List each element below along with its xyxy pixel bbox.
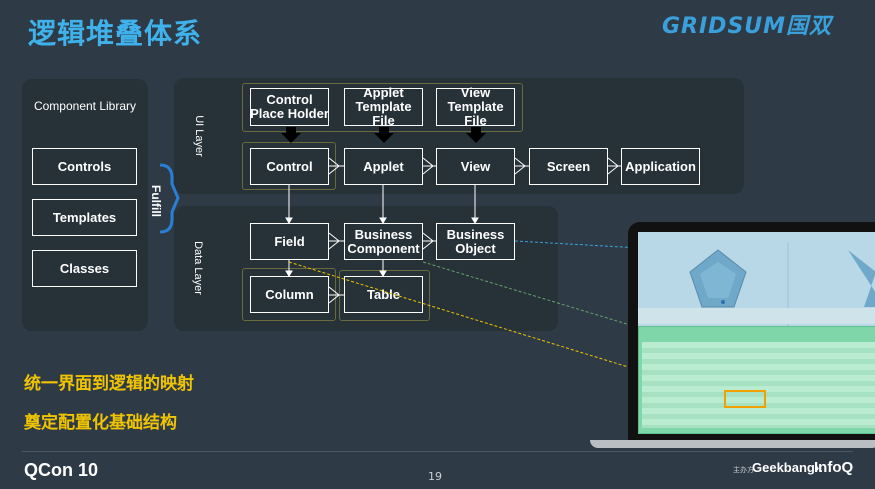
qcon-logo: QCon 10 — [24, 460, 99, 480]
bullet-foundation: 奠定配置化基础结构 — [24, 413, 177, 433]
library-controls: Controls — [32, 148, 137, 185]
view-node: View — [436, 148, 515, 185]
business-object-node: Business Object — [436, 223, 515, 260]
table-node: Table — [344, 276, 423, 313]
control-node: Control — [250, 148, 329, 185]
laptop-screenshot — [590, 222, 875, 448]
gridsum-logo: GRIDSUM国双 — [662, 14, 833, 39]
field-node: Field — [250, 223, 329, 260]
sponsor-label: 主办方 — [733, 466, 754, 474]
view-template-box: View Template File — [436, 86, 515, 128]
component-library-panel — [22, 79, 148, 331]
footer-divider — [22, 451, 853, 452]
highlight-cell — [724, 390, 766, 408]
applet-node: Applet — [344, 148, 423, 185]
bullet-mapping: 统一界面到逻辑的映射 — [24, 374, 194, 394]
page-number: 19 — [428, 470, 442, 483]
data-layer-panel — [174, 206, 558, 331]
library-templates: Templates — [32, 199, 137, 236]
library-classes: Classes — [32, 250, 137, 287]
infoq-logo: InfoQ — [814, 459, 854, 476]
application-node: Application — [621, 148, 700, 185]
business-component-node: Business Component — [344, 223, 423, 260]
column-node: Column — [250, 276, 329, 313]
geekbang-logo: Geekbang›. — [752, 460, 823, 475]
applet-template-box: Applet Template File — [344, 86, 423, 128]
slide-title: 逻辑堆叠体系 — [28, 17, 203, 50]
control-placeholder-box: Control Place Holder — [250, 88, 329, 126]
screen-node: Screen — [529, 148, 608, 185]
ui-layer-panel — [174, 78, 744, 194]
radar-chart-thumbnail — [689, 242, 875, 332]
component-library-title: Component Library — [33, 99, 137, 113]
